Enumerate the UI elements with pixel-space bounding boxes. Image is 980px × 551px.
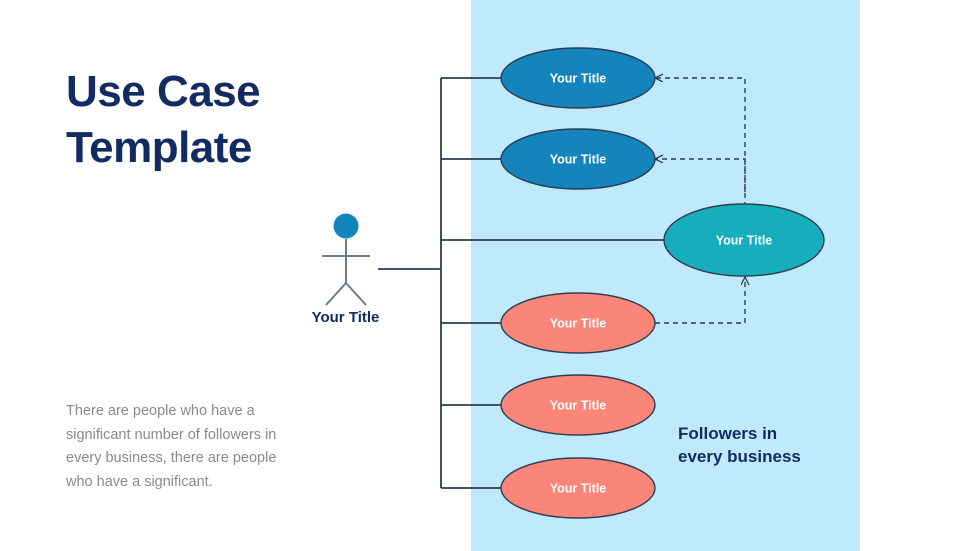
use-case-ellipse-2[interactable] — [500, 128, 656, 190]
use-case-node[interactable]: Your Title — [500, 292, 656, 354]
actor-left-leg — [325, 282, 347, 306]
dependency-teal-to-usecase-1 — [655, 78, 746, 192]
use-case-node[interactable]: Your Title — [500, 128, 656, 190]
use-case-ellipse-6[interactable] — [500, 457, 656, 519]
page-title-line-2: Template — [66, 123, 252, 173]
use-case-label-6: Your Title — [550, 481, 607, 495]
use-case-ellipse-4[interactable] — [500, 292, 656, 354]
use-case-ellipse-5[interactable] — [500, 374, 656, 436]
page-title: Use Case Template — [66, 64, 406, 177]
use-case-ellipse-3[interactable] — [663, 203, 825, 277]
side-note-line-1: Followers in — [678, 424, 778, 443]
dependency-usecase-4-to-teal — [655, 277, 745, 324]
side-note-line-2: every business — [678, 446, 801, 466]
actor-figure — [322, 213, 370, 306]
dependency-teal-to-usecase-2 — [655, 159, 746, 216]
page-title-line-1: Use Case — [66, 67, 261, 116]
use-case-label-5: Your Title — [550, 398, 607, 412]
use-case-node[interactable]: Your Title — [663, 203, 825, 277]
use-case-label-3: Your Title — [716, 233, 773, 247]
use-case-label-2: Your Title — [550, 152, 607, 166]
side-note: Followers in every business — [678, 423, 858, 468]
use-case-label-1: Your Title — [550, 71, 607, 85]
use-case-node[interactable]: Your Title — [500, 374, 656, 436]
use-case-ellipse-1[interactable] — [500, 47, 656, 109]
body-paragraph: There are people who have a significant … — [66, 403, 277, 490]
actor-label: Your Title — [311, 309, 380, 326]
association-connectors — [378, 77, 668, 489]
actor-head-icon — [333, 213, 359, 239]
use-case-label-4: Your Title — [550, 316, 607, 330]
use-case-node[interactable]: Your Title — [500, 457, 656, 519]
use-case-node[interactable]: Your Title — [500, 47, 656, 109]
dependency-connectors — [655, 78, 746, 324]
actor-right-leg — [345, 282, 367, 306]
